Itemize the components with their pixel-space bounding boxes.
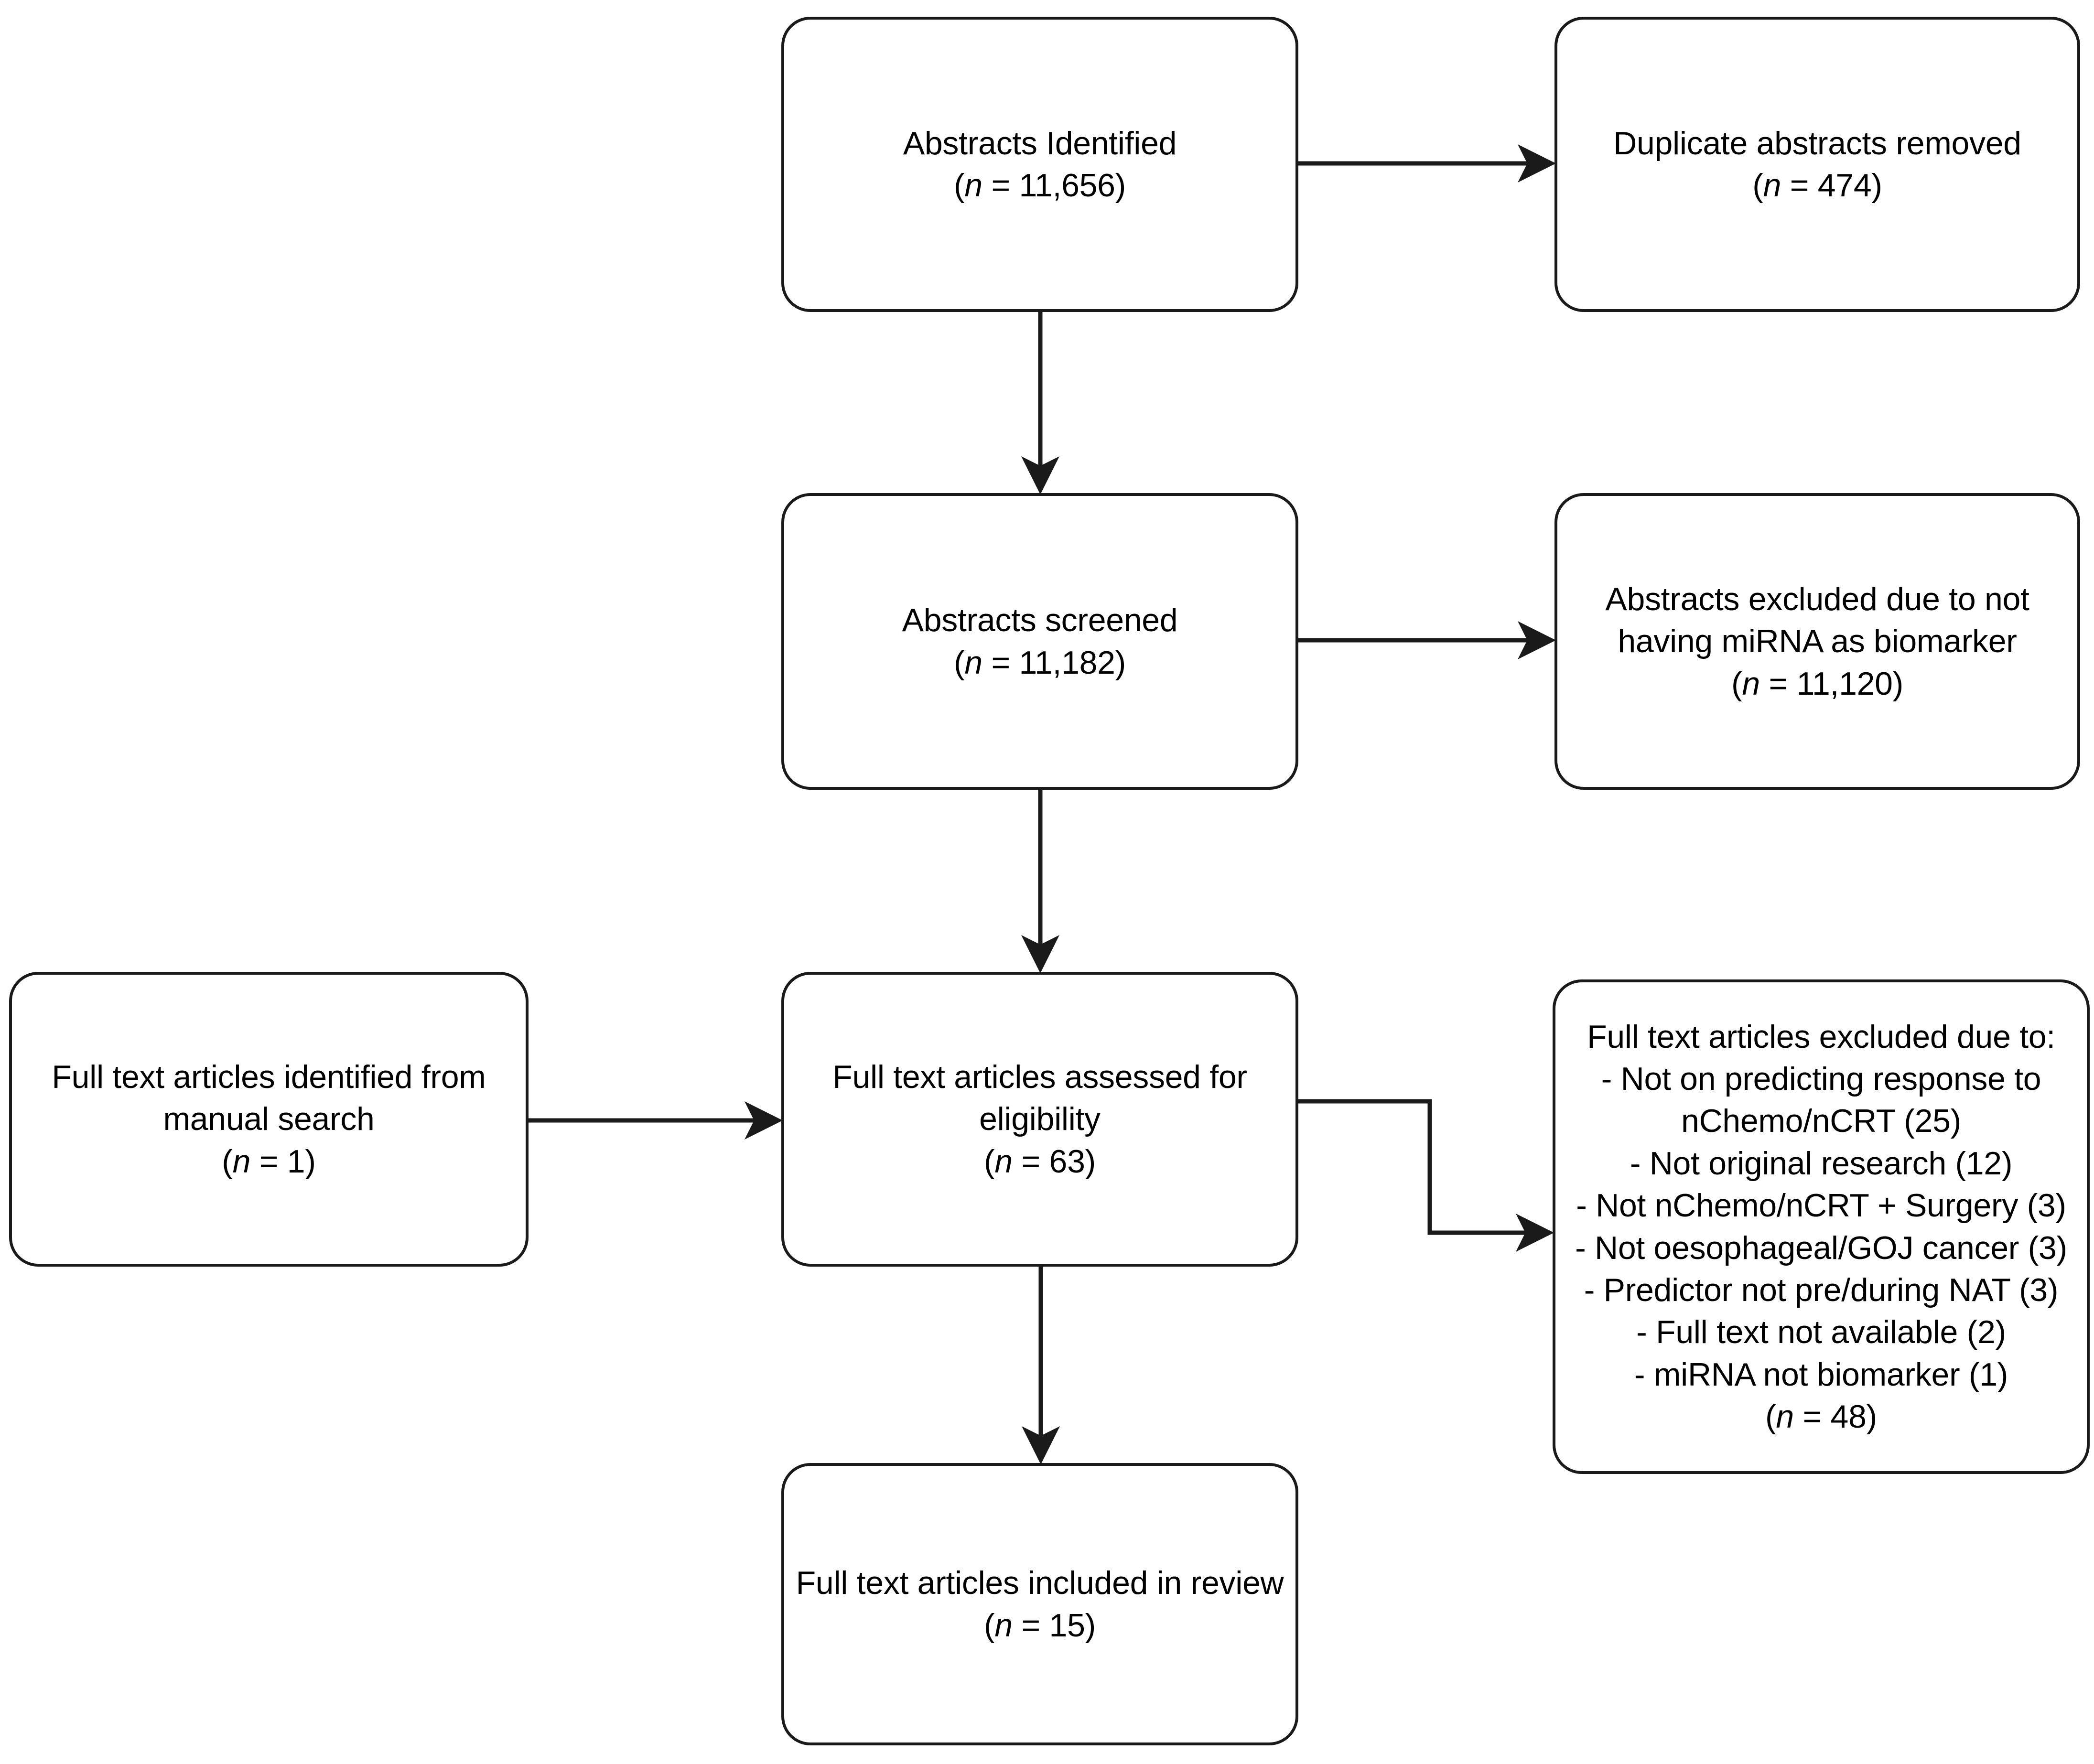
abstracts-excluded-label-line2: having miRNA as biomarker: [1618, 623, 2017, 660]
connector-identified-to-screened: [1021, 311, 1059, 495]
fulltext-excluded-reason-1: nChemo/nCRT (25): [1681, 1103, 1962, 1140]
node-abstracts-excluded-box: [1554, 493, 2080, 790]
manual-search-label-line1: Full text articles identified from: [52, 1058, 486, 1095]
fulltext-excluded-heading: Full text articles excluded due to:: [1587, 1018, 2055, 1055]
node-abstracts-screened-text: Abstracts screened (n = 11,182): [783, 495, 1297, 788]
fulltext-excluded-reason-5: - Predictor not pre/during NAT (3): [1584, 1271, 2059, 1308]
node-included-box: [781, 1463, 1298, 1745]
abstracts-excluded-count: (n = 11,120): [1731, 665, 1903, 702]
connector-screened-to-excluded: [1297, 621, 1556, 659]
node-eligibility-text: Full text articles assessed for eligibil…: [783, 973, 1297, 1265]
eligibility-label-line1: Full text articles assessed for: [832, 1058, 1247, 1095]
eligibility-label-line2: eligibility: [979, 1101, 1101, 1138]
connector-eligibility-to-fulltext-excluded: [1297, 1099, 1554, 1252]
connector-eligibility-to-included: [1022, 1265, 1060, 1464]
fulltext-excluded-reason-3: - Not nChemo/nCRT + Surgery (3): [1576, 1187, 2066, 1224]
node-duplicates-removed-text: Duplicate abstracts removed (n = 474): [1556, 18, 2079, 311]
manual-search-count: (n = 1): [222, 1143, 316, 1180]
fulltext-excluded-reason-6: - Full text not available (2): [1636, 1314, 2006, 1351]
abstracts-screened-count: (n = 11,182): [954, 644, 1126, 681]
duplicates-removed-label: Duplicate abstracts removed: [1613, 125, 2021, 161]
node-included-text: Full text articles included in review (n…: [783, 1464, 1297, 1744]
abstracts-screened-label: Abstracts screened: [902, 602, 1178, 639]
eligibility-count: (n = 63): [984, 1143, 1096, 1180]
abstracts-identified-count: (n = 11,656): [954, 167, 1126, 204]
manual-search-label-line2: manual search: [163, 1101, 375, 1138]
fulltext-excluded-count: (n = 48): [1765, 1398, 1877, 1435]
abstracts-identified-label: Abstracts Identified: [903, 125, 1177, 161]
node-fulltext-excluded-text: Full text articles excluded due to: - No…: [1554, 981, 2088, 1473]
included-label: Full text articles included in review: [796, 1565, 1284, 1602]
abstracts-excluded-label-line1: Abstracts excluded due to not: [1605, 581, 2029, 617]
node-abstracts-excluded-text: Abstracts excluded due to not having miR…: [1556, 495, 2079, 788]
fulltext-excluded-reason-2: - Not original research (12): [1630, 1145, 2013, 1182]
fulltext-excluded-reason-4: - Not oesophageal/GOJ cancer (3): [1575, 1229, 2067, 1266]
node-abstracts-identified-text: Abstracts Identified (n = 11,656): [783, 18, 1297, 311]
node-duplicates-removed-box: [1554, 17, 2080, 312]
included-count: (n = 15): [984, 1607, 1096, 1644]
connector-screened-to-eligibility: [1021, 788, 1059, 973]
connector-identified-to-duplicates: [1297, 144, 1556, 183]
fulltext-excluded-reason-0: - Not on predicting response to: [1601, 1060, 2041, 1097]
node-manual-search-text: Full text articles identified from manua…: [11, 973, 527, 1265]
duplicates-removed-count: (n = 474): [1752, 167, 1882, 204]
connector-manual-to-eligibility: [527, 1101, 783, 1140]
fulltext-excluded-reason-7: - miRNA not biomarker (1): [1634, 1356, 2008, 1393]
node-fulltext-excluded-box: [1553, 979, 2090, 1474]
